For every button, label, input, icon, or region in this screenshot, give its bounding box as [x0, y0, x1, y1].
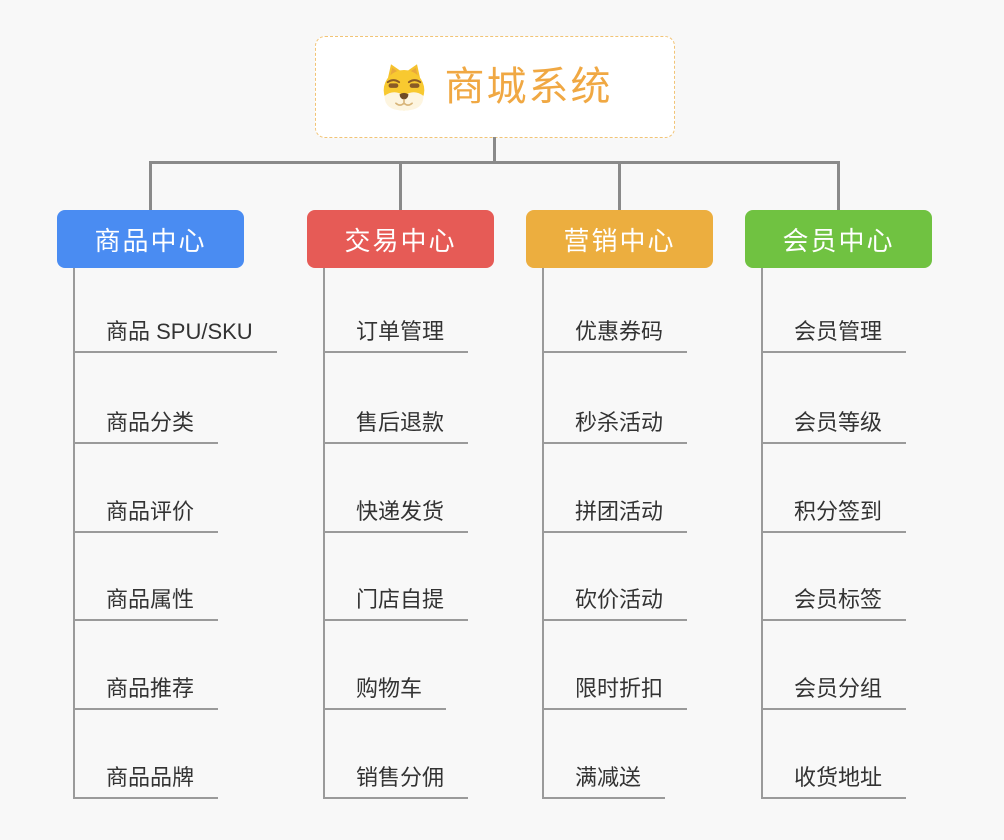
- leaf-label: 会员分组: [794, 676, 883, 701]
- leaf-label: 商品 SPU/SKU: [106, 319, 253, 344]
- leaf-topic[interactable]: 快递发货: [323, 491, 469, 533]
- leaf-topic[interactable]: 会员管理: [761, 311, 907, 353]
- leaf-label: 限时折扣: [575, 676, 664, 701]
- branch-1: 商品中心 商品 SPU/SKU 商品分类商品评价商品属性商品推荐商品品牌: [57, 161, 297, 821]
- leaf-topic[interactable]: 门店自提: [323, 579, 469, 621]
- connector-drop: [618, 161, 621, 210]
- branch-4: 会员中心 会员管理会员等级积分签到会员标签会员分组收货地址: [745, 161, 985, 821]
- connector-root-stem: [493, 137, 496, 164]
- connector-branch-line: [761, 268, 763, 799]
- leaf-topic[interactable]: 优惠券码: [542, 311, 688, 353]
- branch-2: 交易中心 订单管理售后退款快递发货门店自提购物车销售分佣: [307, 161, 547, 821]
- branch-topic[interactable]: 会员中心: [745, 210, 932, 268]
- leaf-label: 秒杀活动: [575, 410, 664, 435]
- leaf-topic[interactable]: 收货地址: [761, 757, 907, 799]
- leaf-topic[interactable]: 限时折扣: [542, 668, 688, 710]
- leaf-topic[interactable]: 商品品牌: [73, 757, 219, 799]
- branch-topic[interactable]: 交易中心: [307, 210, 494, 268]
- leaf-topic[interactable]: 售后退款: [323, 402, 469, 444]
- leaf-label: 积分签到: [794, 499, 883, 524]
- leaf-topic[interactable]: 销售分佣: [323, 757, 469, 799]
- branch-leaf-column: 商品 SPU/SKU 商品分类商品评价商品属性商品推荐商品品牌: [73, 268, 297, 808]
- leaf-topic[interactable]: 拼团活动: [542, 491, 688, 533]
- leaf-label: 门店自提: [356, 587, 445, 612]
- leaf-label: 销售分佣: [356, 765, 445, 790]
- leaf-label: 订单管理: [356, 319, 445, 344]
- branch-leaf-column: 订单管理售后退款快递发货门店自提购物车销售分佣: [323, 268, 547, 808]
- branch-leaf-column: 会员管理会员等级积分签到会员标签会员分组收货地址: [761, 268, 985, 808]
- leaf-label: 优惠券码: [575, 319, 664, 344]
- leaf-label: 售后退款: [356, 410, 445, 435]
- connector-bus: [149, 161, 840, 164]
- leaf-topic[interactable]: 商品 SPU/SKU: [73, 311, 277, 353]
- leaf-topic[interactable]: 砍价活动: [542, 579, 688, 621]
- leaf-topic[interactable]: 满减送: [542, 757, 666, 799]
- leaf-topic[interactable]: 会员等级: [761, 402, 907, 444]
- branch-label: 会员中心: [782, 225, 895, 256]
- leaf-label: 砍价活动: [575, 587, 664, 612]
- connector-drop: [149, 161, 152, 210]
- leaf-topic[interactable]: 商品推荐: [73, 668, 219, 710]
- leaf-label: 商品品牌: [106, 765, 195, 790]
- branch-topic[interactable]: 营销中心: [526, 210, 713, 268]
- leaf-label: 商品评价: [106, 499, 195, 524]
- branch-label: 交易中心: [344, 225, 457, 256]
- branch-label: 营销中心: [563, 225, 676, 256]
- leaf-topic[interactable]: 会员分组: [761, 668, 907, 710]
- leaf-topic[interactable]: 会员标签: [761, 579, 907, 621]
- root-topic[interactable]: 商城系统: [315, 36, 675, 138]
- branch-leaf-column: 优惠券码秒杀活动拼团活动砍价活动限时折扣满减送: [542, 268, 766, 808]
- leaf-topic[interactable]: 秒杀活动: [542, 402, 688, 444]
- dog-face-icon: [383, 64, 424, 111]
- leaf-label: 商品推荐: [106, 676, 195, 701]
- branch-topic[interactable]: 商品中心: [57, 210, 244, 268]
- leaf-label: 满减送: [575, 765, 642, 790]
- connector-branch-line: [323, 268, 325, 799]
- leaf-label: 会员标签: [794, 587, 883, 612]
- leaf-label: 拼团活动: [575, 499, 664, 524]
- leaf-topic[interactable]: 商品分类: [73, 402, 219, 444]
- leaf-label: 购物车: [356, 676, 423, 701]
- leaf-topic[interactable]: 商品属性: [73, 579, 219, 621]
- branch-3: 营销中心 优惠券码秒杀活动拼团活动砍价活动限时折扣满减送: [526, 161, 766, 821]
- connector-branch-line: [542, 268, 544, 799]
- connector-drop: [837, 161, 840, 210]
- leaf-label: 会员管理: [794, 319, 883, 344]
- root-title: 商城系统: [444, 65, 613, 109]
- leaf-topic[interactable]: 积分签到: [761, 491, 907, 533]
- leaf-label: 会员等级: [794, 410, 883, 435]
- leaf-label: 快递发货: [356, 499, 445, 524]
- leaf-label: 收货地址: [794, 765, 883, 790]
- leaf-topic[interactable]: 商品评价: [73, 491, 219, 533]
- leaf-label: 商品分类: [106, 410, 195, 435]
- connector-drop: [399, 161, 402, 210]
- leaf-label: 商品属性: [106, 587, 195, 612]
- leaf-topic[interactable]: 订单管理: [323, 311, 469, 353]
- branch-label: 商品中心: [94, 225, 207, 256]
- connector-branch-line: [73, 268, 75, 799]
- leaf-topic[interactable]: 购物车: [323, 668, 447, 710]
